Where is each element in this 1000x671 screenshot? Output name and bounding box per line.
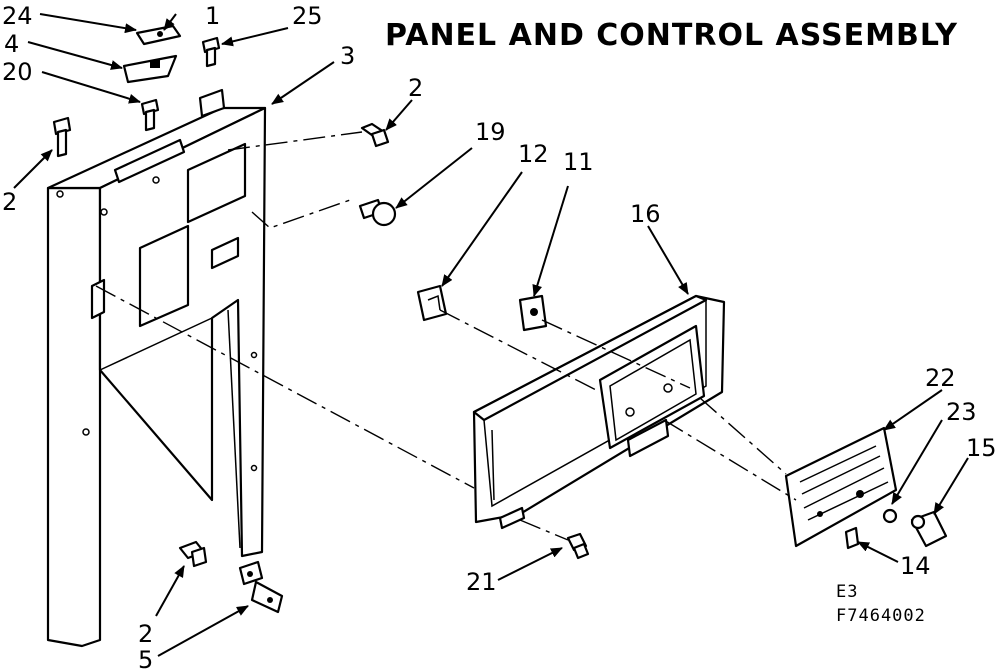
callout-5: 5: [138, 646, 153, 671]
callout-1: 1: [205, 2, 220, 30]
side-frame-panel: [46, 88, 267, 648]
callout-25: 25: [292, 2, 323, 30]
callout-23: 23: [946, 398, 977, 426]
callout-2-top: 2: [408, 74, 423, 102]
bracket-5: [238, 560, 284, 614]
connector-14: [844, 526, 860, 550]
alignment-lines: [95, 131, 797, 541]
callout-19: 19: [475, 118, 506, 146]
section-code: E3: [836, 582, 858, 602]
lamp-23: [882, 508, 898, 524]
callout-2-left: 2: [2, 188, 17, 216]
callout-11: 11: [563, 148, 594, 176]
callout-14: 14: [900, 552, 931, 580]
callout-12: 12: [518, 140, 549, 168]
screw-2-top-right: [360, 122, 390, 148]
clip-11: [518, 294, 548, 332]
screw-2-left: [52, 116, 72, 158]
screw-2-bottom: [178, 540, 208, 568]
callout-24: 24: [2, 2, 33, 30]
clip-24: [135, 24, 182, 46]
bracket-4: [122, 54, 178, 84]
callout-22: 22: [925, 364, 956, 392]
touchpad-membrane-22: [784, 426, 898, 548]
control-panel-16: [472, 294, 726, 530]
clip-12: [416, 284, 448, 322]
callout-16: 16: [630, 200, 661, 228]
socket-15: [910, 510, 948, 548]
diagram-title: PANEL AND CONTROL ASSEMBLY: [385, 18, 958, 53]
callout-15: 15: [966, 434, 997, 462]
screw-21: [566, 532, 590, 560]
figure-number: F7464002: [836, 606, 926, 626]
callout-3: 3: [340, 42, 355, 70]
callout-4: 4: [4, 30, 19, 58]
leader-arrows: [13, 13, 969, 657]
screw-20: [140, 98, 160, 132]
knob-19: [358, 198, 397, 227]
callout-21: 21: [466, 568, 497, 596]
callout-2-bottom: 2: [138, 620, 153, 648]
callout-20: 20: [2, 58, 33, 86]
screw-25: [201, 36, 221, 68]
